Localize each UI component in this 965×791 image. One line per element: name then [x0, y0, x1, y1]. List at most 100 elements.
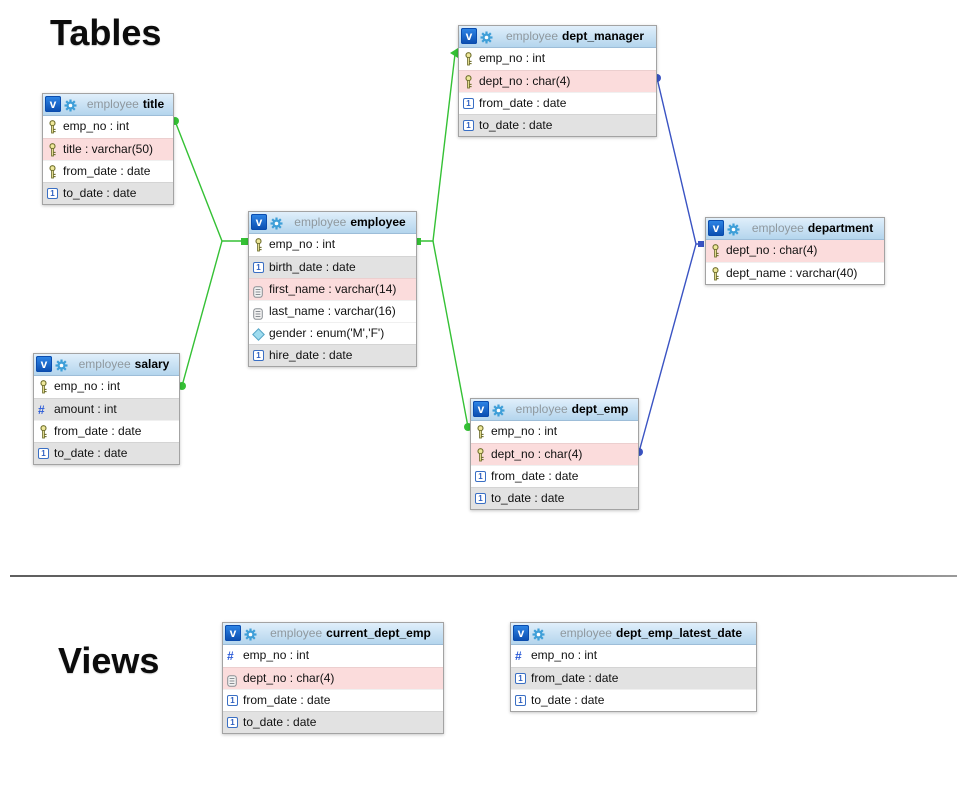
column-label: to_date : date [479, 118, 553, 132]
gear-icon [55, 358, 68, 372]
column-row[interactable]: emp_no : int [249, 234, 416, 256]
key-icon [476, 425, 485, 439]
date-icon: 1 [463, 98, 474, 109]
column-label: to_date : date [63, 186, 137, 200]
column-label: from_date : date [243, 693, 331, 707]
link-endpoint-employee-left [241, 238, 248, 245]
link-endpoint-department-left [698, 241, 704, 247]
column-row[interactable]: from_date : date [43, 160, 173, 182]
views-section-heading: Views [58, 640, 160, 681]
column-row[interactable]: dept_name : varchar(40) [706, 262, 884, 284]
gear-icon [532, 627, 545, 641]
column-row[interactable]: emp_no : int [471, 421, 638, 443]
column-row[interactable]: 1 birth_date : date [249, 256, 416, 278]
schema-name: employee [505, 29, 558, 43]
gear-icon [64, 98, 77, 112]
column-label: last_name : varchar(16) [269, 304, 396, 318]
text-icon [227, 673, 237, 687]
column-row[interactable]: emp_no : int [34, 376, 179, 398]
v-badge-icon: v [36, 356, 52, 372]
schema-name: employee [294, 215, 347, 229]
column-row[interactable]: #emp_no : int [223, 645, 443, 667]
numeric-icon: # [515, 649, 522, 663]
column-label: amount : int [54, 402, 117, 416]
schema-name: employee [86, 97, 139, 111]
v-badge-icon: v [251, 214, 267, 230]
column-row[interactable]: dept_no : char(4) [223, 667, 443, 689]
column-label: first_name : varchar(14) [269, 282, 397, 296]
relationship-dept-emp-department [638, 243, 697, 453]
column-row[interactable]: 1 to_date : date [459, 114, 656, 136]
date-icon: 1 [515, 673, 526, 684]
date-icon: 1 [253, 262, 264, 273]
date-icon: 1 [475, 493, 486, 504]
key-icon [464, 75, 473, 89]
relationship-dept-emp-employee [432, 240, 469, 428]
numeric-icon: # [227, 649, 234, 663]
date-icon: 1 [475, 471, 486, 482]
column-row[interactable]: emp_no : int [43, 116, 173, 138]
column-row[interactable]: dept_no : char(4) [471, 443, 638, 465]
column-label: dept_no : char(4) [243, 671, 335, 685]
column-label: birth_date : date [269, 260, 356, 274]
column-row[interactable]: emp_no : int [459, 48, 656, 70]
column-row[interactable]: title : varchar(50) [43, 138, 173, 160]
column-label: dept_no : char(4) [491, 447, 583, 461]
key-icon [39, 425, 48, 439]
v-badge-icon: v [45, 96, 61, 112]
entity-name: department [807, 221, 874, 235]
date-icon: 1 [38, 448, 49, 459]
column-row[interactable]: last_name : varchar(16) [249, 300, 416, 322]
date-icon: 1 [253, 350, 264, 361]
gear-icon [244, 627, 257, 641]
column-row[interactable]: dept_no : char(4) [706, 240, 884, 262]
column-row[interactable]: first_name : varchar(14) [249, 278, 416, 300]
column-row[interactable]: # emp_no : int [511, 645, 756, 667]
text-icon [253, 284, 263, 298]
key-icon [711, 267, 720, 281]
schema-name: employee [270, 626, 323, 640]
column-label: emp_no : int [531, 648, 598, 662]
column-label: to_date : date [491, 491, 565, 505]
key-icon [39, 380, 48, 394]
column-label: emp_no : int [491, 424, 558, 438]
tables-section-heading: Tables [50, 12, 162, 53]
column-row[interactable]: from_date : date [34, 420, 179, 442]
column-row[interactable]: 1 to_date : date [471, 487, 638, 509]
column-row[interactable]: #amount : int [34, 398, 179, 420]
schema-name: employee [559, 626, 612, 640]
column-label: gender : enum('M','F') [269, 326, 385, 340]
column-row[interactable]: gender : enum('M','F') [249, 322, 416, 344]
column-label: dept_name : varchar(40) [726, 266, 858, 280]
column-label: emp_no : int [63, 119, 130, 133]
date-icon: 1 [463, 120, 474, 131]
column-row[interactable]: dept_no : char(4) [459, 70, 656, 92]
gear-icon [480, 30, 493, 44]
